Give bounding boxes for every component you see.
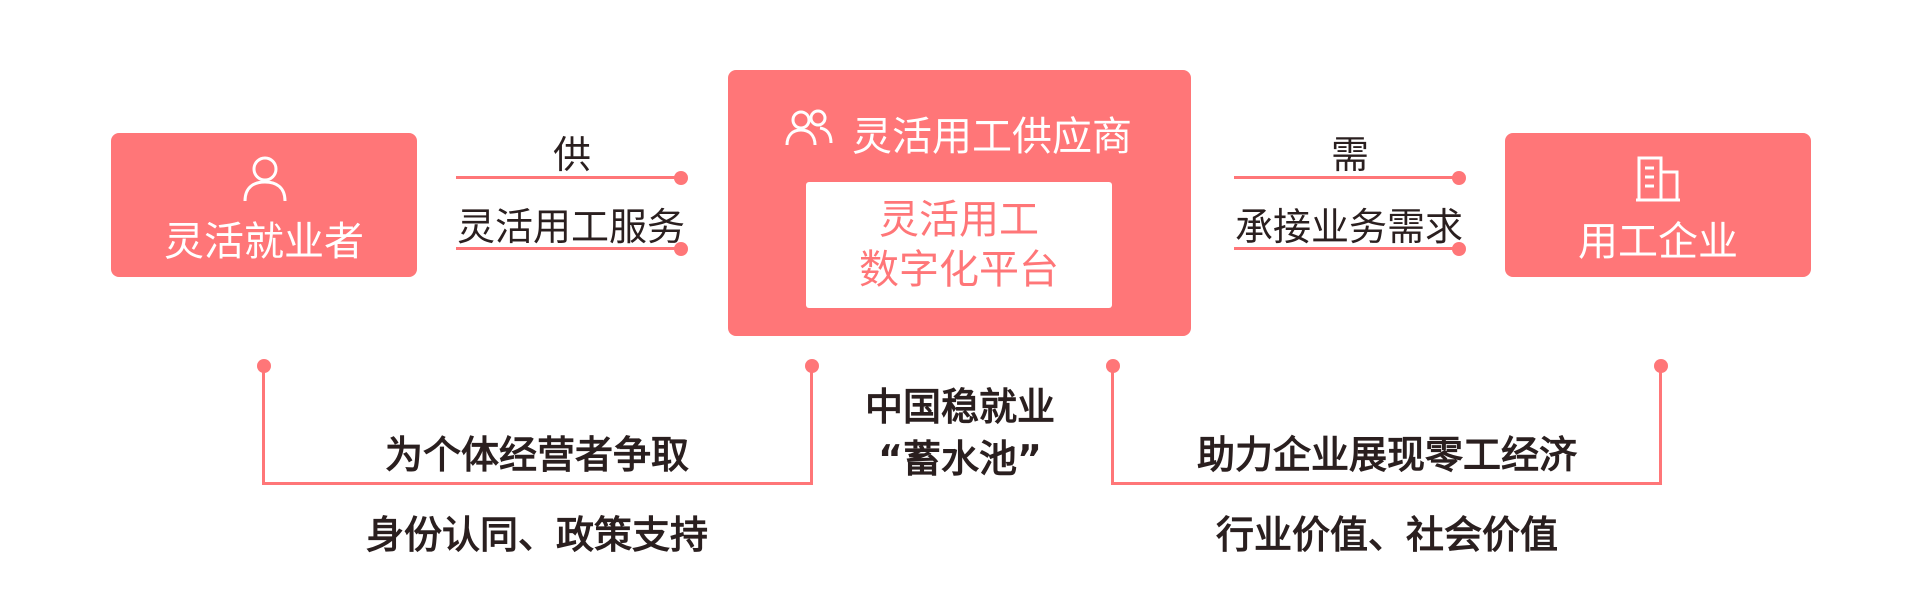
building-icon: [1636, 156, 1680, 202]
flexible-supplier-box: 灵活用工供应商 灵活用工 数字化平台: [728, 70, 1191, 336]
left-connector-top-line: [456, 176, 678, 179]
flexible-worker-label: 灵活就业者: [164, 219, 364, 265]
digital-platform-line2: 数字化平台: [859, 247, 1059, 293]
bottom-right-bracket-right-line: [1659, 366, 1662, 484]
flexible-worker-box: 灵活就业者: [111, 133, 417, 277]
business-demand-label: 承接业务需求: [1234, 205, 1463, 249]
bottom-left-bracket-dot-right: [805, 359, 819, 373]
person-icon: [243, 156, 287, 202]
bottom-right-line2: 行业价值、社会价值: [1215, 513, 1558, 557]
right-connector-bottom-line: [1234, 247, 1456, 250]
right-connector-bottom-dot: [1452, 242, 1466, 256]
bottom-left-line2: 身份认同、政策支持: [365, 513, 708, 557]
employer-label: 用工企业: [1578, 219, 1738, 265]
employer-box: 用工企业: [1505, 133, 1811, 277]
group-icon: [785, 109, 833, 146]
left-connector-top-dot: [674, 171, 688, 185]
bottom-right-line1: 助力企业展现零工经济: [1196, 433, 1577, 477]
left-connector-bottom-line: [456, 247, 678, 250]
digital-platform-panel: 灵活用工 数字化平台: [806, 182, 1112, 308]
flexible-supplier-title: 灵活用工供应商: [852, 114, 1132, 160]
digital-platform-line1: 灵活用工: [879, 197, 1039, 243]
bottom-left-bracket-base: [262, 482, 813, 485]
bottom-right-bracket-left-line: [1111, 366, 1114, 484]
flexible-service-label: 灵活用工服务: [456, 205, 685, 249]
bottom-left-bracket-right-line: [810, 366, 813, 484]
demand-label: 需: [1330, 133, 1369, 177]
bottom-left-bracket-left-line: [262, 366, 265, 484]
bottom-center-line1: 中国稳就业: [864, 385, 1055, 429]
bottom-left-line1: 为个体经营者争取: [384, 433, 689, 477]
bottom-center-line2: “蓄水池”: [878, 437, 1042, 481]
right-connector-top-line: [1234, 176, 1456, 179]
right-connector-top-dot: [1452, 171, 1466, 185]
supply-label: 供: [552, 133, 591, 177]
bottom-right-bracket-base: [1111, 482, 1662, 485]
bottom-right-bracket-dot-right: [1654, 359, 1668, 373]
left-connector-bottom-dot: [674, 242, 688, 256]
